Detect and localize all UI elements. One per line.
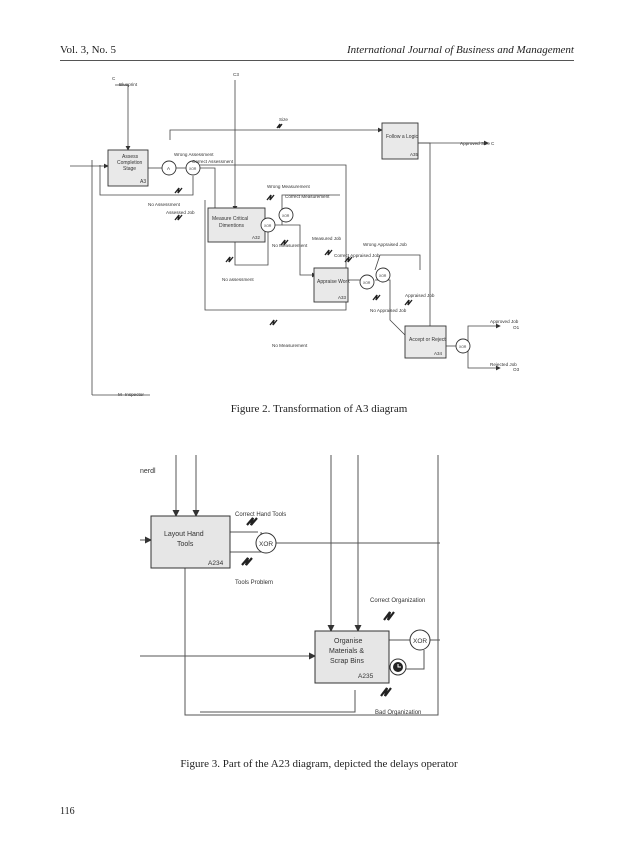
a235-label: A235 bbox=[358, 673, 374, 680]
a-label: A bbox=[167, 166, 170, 171]
xor-junction-3b bbox=[375, 267, 391, 283]
measure-line-2: Dimentions bbox=[219, 223, 245, 229]
rejected-job-label: Rejected Job bbox=[490, 362, 517, 367]
xor-label-4: XOR bbox=[459, 345, 467, 349]
journal-volume: Vol. 3, No. 5 bbox=[60, 44, 117, 56]
correct-organization-label: Correct Organization bbox=[370, 598, 425, 604]
a35-label: A35 bbox=[410, 152, 419, 157]
measured-job-label: Measured Job bbox=[312, 236, 342, 241]
xor-junction-3 bbox=[359, 274, 375, 290]
o3-label: O3 bbox=[513, 367, 520, 372]
accept-reject-label: Accept or Reject bbox=[409, 337, 446, 343]
follow-logic-box bbox=[381, 122, 419, 160]
layout-hand-tools-box bbox=[150, 515, 231, 569]
assess-completion-box bbox=[107, 149, 149, 187]
correct-assessment-label: Correct Assessment bbox=[192, 159, 234, 164]
approved-size-label: Approved Size bbox=[460, 141, 490, 146]
layout-line-1: Layout Hand bbox=[164, 531, 204, 538]
xor-label-2: XOR bbox=[264, 224, 272, 228]
size-label: Size bbox=[279, 117, 288, 122]
wrong-assessment-label: Wrong Assessment bbox=[174, 152, 214, 157]
no-measurement-label: No Measurement bbox=[272, 343, 308, 348]
no-assessment-label: No Assessment bbox=[148, 202, 181, 207]
wrong-measurement-label: Wrong Measurement bbox=[267, 184, 311, 189]
blueprint-prefix: C bbox=[112, 76, 116, 81]
xor-label-layout: XOR bbox=[259, 541, 273, 548]
c3-label: C3 bbox=[233, 72, 239, 77]
a32-label: A32 bbox=[252, 235, 261, 240]
a34-label: A34 bbox=[434, 351, 443, 356]
inspector-prefix: M bbox=[118, 392, 122, 397]
xor-junction-1 bbox=[185, 160, 201, 176]
xor-label-2b: XOR bbox=[282, 214, 290, 218]
tools-problem-label: Tools Problem bbox=[235, 580, 273, 586]
follow-logic-label: Follow a Logic bbox=[386, 134, 418, 140]
organise-line-2: Materials & bbox=[329, 648, 364, 655]
figure-2-diagram: C Blueprint C3 Size Follow a Logic A35 A… bbox=[70, 72, 520, 397]
correct-measurement-label: Correct Measurement bbox=[285, 194, 330, 199]
xor-label-organise: XOR bbox=[413, 638, 427, 645]
layout-line-2: Tools bbox=[177, 541, 194, 548]
wrong-appraised-label: Wrong Appraised Job bbox=[363, 242, 407, 247]
xor-label-1: XOR bbox=[189, 167, 197, 171]
page-number: 116 bbox=[60, 806, 75, 817]
figure-2-caption: Figure 2. Transformation of A3 diagram bbox=[230, 403, 408, 415]
appraised-job-label: Appraised Job bbox=[405, 293, 435, 298]
xor-circle-layout bbox=[255, 532, 277, 554]
correct-appraised-label: Correct Appraised Job bbox=[334, 253, 380, 258]
xor-junction-2 bbox=[260, 217, 276, 233]
inspector-label: Inspector bbox=[125, 392, 144, 397]
assess-line-3: Stage bbox=[123, 166, 136, 172]
assess-line-1: Assess bbox=[122, 154, 139, 160]
figure-3-diagram: nerdl Layout Hand Tools A234 Correct Han… bbox=[140, 455, 440, 716]
a3-label: A3 bbox=[140, 179, 146, 185]
clock-icon bbox=[393, 662, 403, 672]
appraise-work-box bbox=[313, 267, 349, 303]
no-appraised-job-label: No Appraised Job bbox=[370, 308, 407, 313]
and-junction bbox=[161, 160, 177, 176]
approved-job-label: Approved Job bbox=[490, 319, 519, 324]
a234-label: A234 bbox=[208, 560, 224, 567]
no-assessment2-label: No assessment bbox=[222, 277, 254, 282]
organise-line-3: Scrap Bins bbox=[330, 658, 364, 665]
a33-label: A33 bbox=[338, 295, 347, 300]
measure-line-1: Measure Critical bbox=[212, 216, 248, 222]
assess-line-2: Completion bbox=[117, 160, 143, 166]
xor-junction-4 bbox=[455, 338, 471, 354]
no-measurement-small-label: No Measurement bbox=[272, 243, 308, 248]
xor-label-3b: XOR bbox=[379, 274, 387, 278]
xor-label-3: XOR bbox=[363, 281, 371, 285]
figure-3-caption: Figure 3. Part of the A23 diagram, depic… bbox=[180, 758, 458, 770]
xor-circle-organise bbox=[409, 629, 431, 651]
blueprint-label: Blueprint bbox=[119, 82, 138, 87]
journal-title: International Journal of Business and Ma… bbox=[346, 44, 574, 56]
accept-reject-box bbox=[404, 325, 447, 359]
xor-junction-2b bbox=[278, 207, 294, 223]
assessed-job-label: Assessed Job bbox=[166, 210, 195, 215]
bad-organization-label: Bad Organization bbox=[375, 710, 421, 716]
header-rule bbox=[60, 60, 574, 61]
approved-size-suffix: C bbox=[491, 141, 495, 146]
organise-line-1: Organise bbox=[334, 638, 363, 645]
correct-hand-tools-label: Correct Hand Tools bbox=[235, 512, 286, 518]
nerd-label: nerdl bbox=[140, 468, 156, 475]
o1-label: O1 bbox=[513, 325, 520, 330]
organise-materials-box bbox=[314, 630, 390, 684]
appraise-work-label: Appraise Work bbox=[317, 279, 350, 285]
